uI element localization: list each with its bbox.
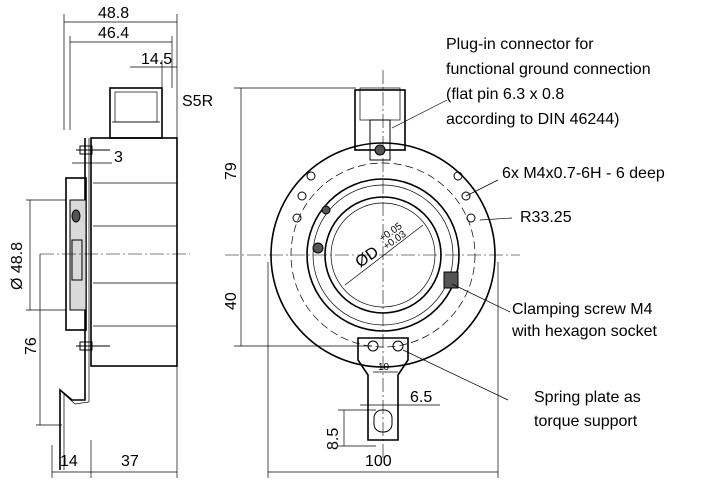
connector-note-line-3: (flat pin 6.3 x 0.8 (446, 86, 564, 103)
dim-bore: ØD (353, 244, 382, 272)
connector-type-label: S5R (182, 93, 213, 110)
dim-8-5: 8.5 (325, 428, 342, 450)
dim-diameter-48-8: Ø 48.8 (9, 242, 26, 290)
dim-46-4: 46.4 (98, 25, 129, 42)
side-view: 48.8 46.4 14.5 S5R 3 Ø 48.8 76 14 37 (9, 5, 213, 478)
dim-14-5: 14.5 (141, 51, 172, 68)
dim-40: 40 (223, 292, 240, 310)
connector-note-line-2: functional ground connection (446, 61, 651, 78)
clamp-note-line-1: Clamping screw M4 (512, 301, 653, 318)
clamp-screw (443, 271, 459, 289)
clamp-note-line-2: with hexagon socket (511, 323, 658, 340)
radius-note: R33.25 (520, 209, 572, 226)
threaded-holes (292, 171, 476, 254)
housing-circle (270, 142, 496, 368)
spring-note-line-2: torque support (534, 413, 638, 430)
side-flange-plate (59, 138, 86, 470)
dim-79: 79 (223, 162, 240, 180)
connector-note-line-1: Plug-in connector for (446, 36, 594, 53)
hollow-shaft-bore (324, 196, 442, 314)
dim-100: 100 (365, 453, 392, 470)
spring-note-line-1: Spring plate as (534, 389, 641, 406)
dim-10: 10 (378, 362, 390, 373)
clamping-ring (306, 178, 460, 332)
front-view: ØD +0.05 +0.03 79 40 100 10 6.5 8.5 (223, 36, 665, 478)
dim-76: 76 (23, 337, 40, 355)
spring-plate (357, 337, 409, 441)
connector-note-line-4: according to DIN 46244) (446, 111, 619, 128)
side-connector (109, 87, 163, 139)
thread-note: 6x M4x0.7-6H - 6 deep (502, 165, 665, 182)
dim-37: 37 (121, 453, 139, 470)
side-housing (90, 137, 178, 367)
dim-14: 14 (60, 453, 78, 470)
dim-3: 3 (114, 149, 123, 166)
dim-6-5: 6.5 (410, 389, 432, 406)
dim-48-8: 48.8 (98, 5, 129, 22)
